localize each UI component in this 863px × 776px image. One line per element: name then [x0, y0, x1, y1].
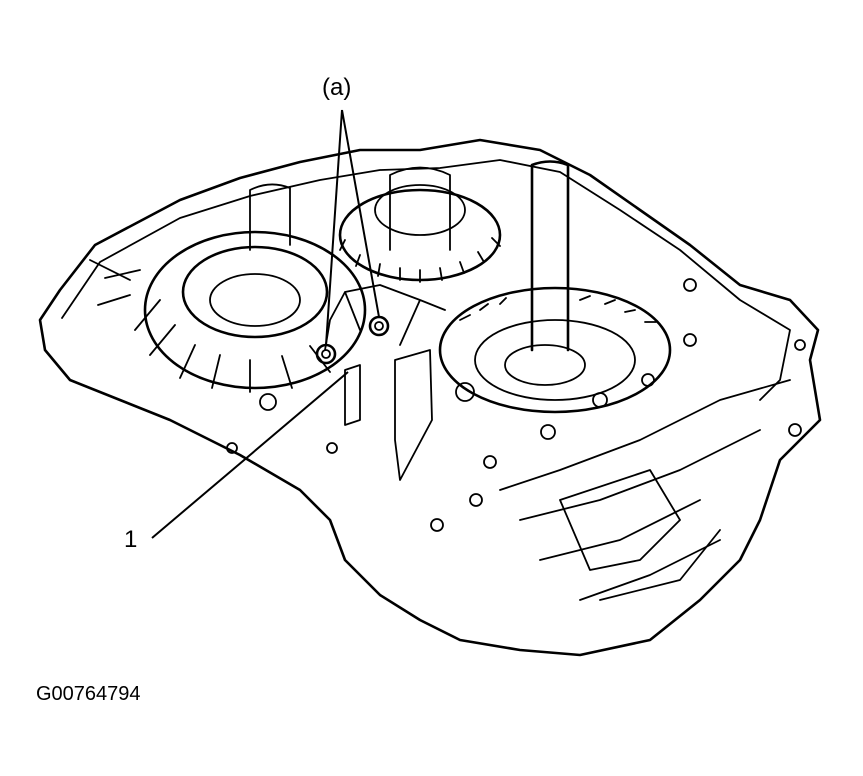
differential-bowl-ring	[181, 245, 329, 339]
lower-gear-teeth	[459, 295, 657, 323]
right-window	[559, 469, 721, 601]
leader-line	[151, 371, 349, 539]
wiring-harness	[324, 284, 446, 351]
differential-bowl-outer	[143, 230, 367, 390]
lower-gear-mid	[474, 319, 636, 401]
upper-shaft	[389, 166, 451, 251]
input-shaft	[530, 160, 570, 352]
housing-inner-rim	[61, 159, 791, 401]
upper-gear-hub	[374, 184, 466, 236]
valve-bracket	[344, 349, 433, 481]
leader-line	[325, 109, 380, 346]
case-bosses	[226, 278, 806, 532]
callout-label-a: (a)	[322, 74, 352, 101]
housing-outline	[38, 138, 822, 657]
bolt-icon	[368, 315, 390, 337]
figure-id: G00764794	[36, 683, 141, 705]
right-flange	[499, 379, 791, 601]
left-stub-shaft	[249, 183, 291, 251]
lower-gear-outer	[438, 286, 672, 414]
upper-gear-teeth	[339, 237, 501, 283]
lower-gear-hub	[504, 344, 586, 386]
callout-label-1: 1	[124, 526, 138, 553]
differential-bowl-inner	[209, 273, 301, 327]
